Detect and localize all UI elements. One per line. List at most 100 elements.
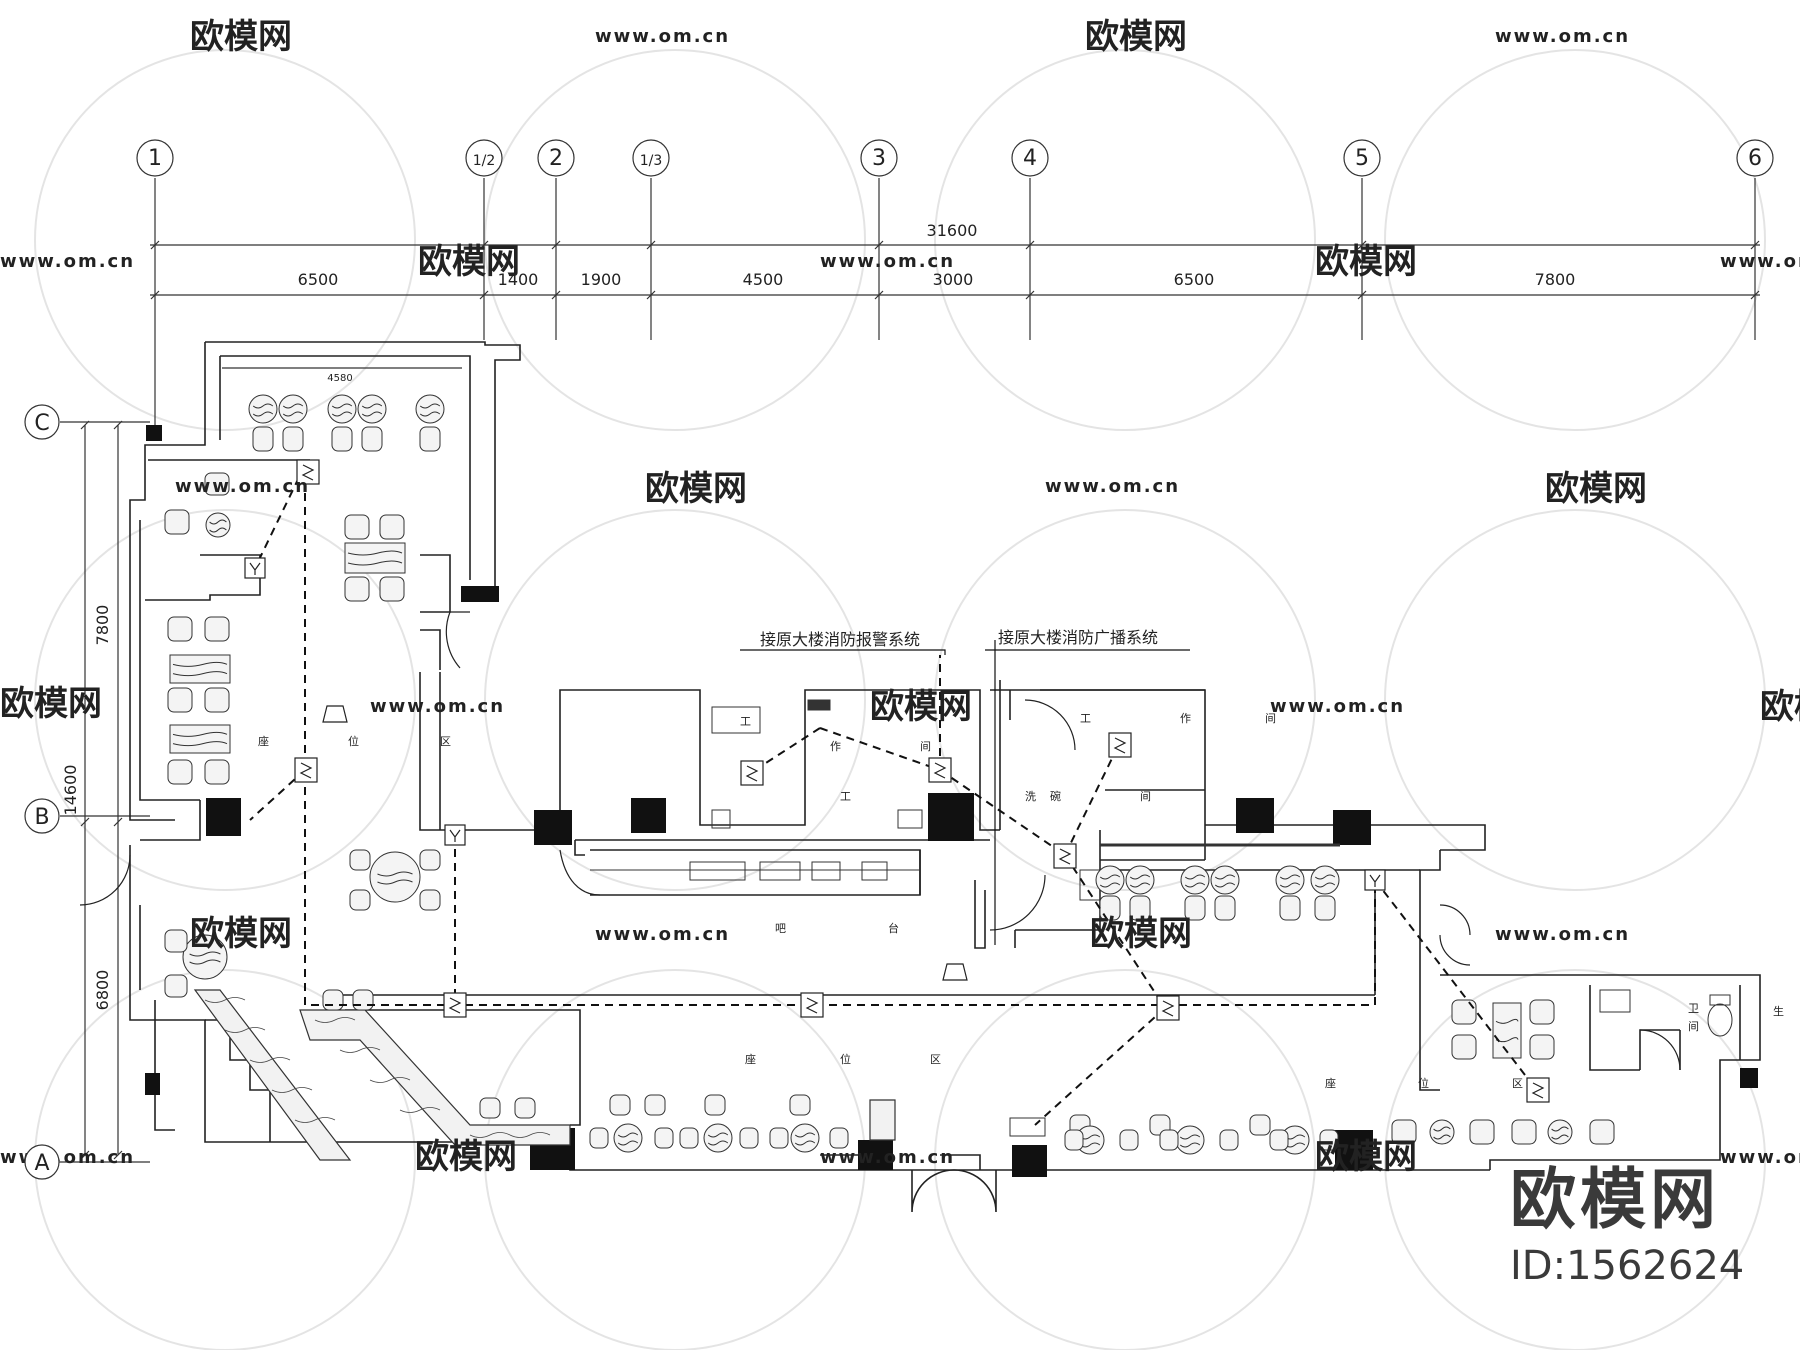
manual-alarm-symbol [249,562,261,575]
smoke-detector-symbol [745,765,759,782]
watermark-logo: 欧模网 [1090,914,1192,954]
workroom-right-1: 工 [1080,712,1091,725]
axis-bubble-col-1-3 [632,139,670,177]
chair [164,929,188,953]
chair [1249,1114,1271,1136]
chair [419,849,441,871]
watermark-url: www.om.cn [1720,251,1800,272]
watermark-url: www.om.cn [1720,1147,1800,1168]
table-grain [189,951,221,965]
chair [829,1127,849,1149]
axis-label-col-1: 1 [148,146,162,171]
structural-columns [145,425,1758,1177]
chair [1391,1119,1417,1145]
dim-total: 31600 [927,221,978,240]
seat-area-left-1: 座 [258,734,269,748]
chair [1314,895,1336,921]
round-table [703,1123,733,1153]
round-table [415,394,445,424]
chair [331,426,353,452]
table-grain [1184,874,1206,888]
table-grain [252,403,274,417]
round-table [790,1123,820,1153]
smoke-detector-symbol [448,997,462,1014]
chair [322,989,344,1011]
dim-seg-1: 6500 [298,270,339,289]
rect-table [1492,1002,1522,1059]
axis-bubble-col-5 [1343,139,1381,177]
axis-label-col-6: 6 [1748,146,1762,171]
axis-label-col-1-2: 1/2 [473,153,496,169]
round-table [1180,865,1210,895]
chair [164,509,190,535]
watermark-logo: 欧模网 [1315,1137,1417,1177]
chair [344,576,370,602]
round-table [1175,1125,1205,1155]
table-grain [331,403,353,417]
chair [1184,895,1206,921]
corner-watermark: 欧模网 ID:1562624 [1510,1162,1790,1290]
work-small: 工 [840,790,851,803]
axis-bubble-col-2 [537,139,575,177]
kitchen-fixtures [711,699,1733,1137]
smoke-detector-symbol [1531,1082,1545,1099]
chair [1529,1034,1555,1060]
round-table [278,394,308,424]
watermark-logo: 欧模网 [190,17,292,57]
room-labels: 座 位 区 吧 台 座 位 区 工 作 间 工 工 作 间 洗 碗 间 座 位 … [258,712,1784,1090]
speaker-icon [322,705,348,723]
wash-room-2: 碗 [1050,789,1061,803]
round-table [357,394,387,424]
furniture-tables [164,394,1615,1155]
axis-label-row-b: B [34,805,49,830]
dim-seg-7: 7800 [1535,270,1576,289]
table-grain [172,661,228,677]
workroom-left-1: 工 [740,715,751,728]
chair [204,616,230,642]
watermark-logo: 欧模网 [0,684,102,724]
smoke-detector-symbol [301,464,315,481]
watermark-logo: 欧模网 [1315,242,1417,282]
smoke-detector-symbol [1058,848,1072,865]
watermark-logo: 欧模网 [1085,17,1187,57]
chair [1511,1119,1537,1145]
watermark-url: www.om.cn [1045,476,1180,497]
chair [1064,1129,1084,1151]
table-grain [419,403,441,417]
chair [609,1094,631,1116]
chair [419,889,441,911]
chair [1451,999,1477,1025]
chair [704,1094,726,1116]
chair [1451,1034,1477,1060]
table-grain [361,403,383,417]
round-table [1095,865,1125,895]
dim-seg-3: 1900 [581,270,622,289]
corner-logo-text: 欧模网 [1510,1161,1720,1238]
axis-bubble-row-c [24,404,60,440]
axis-label-row-c: C [34,411,49,436]
watermark-url: www.om.cn [820,251,955,272]
chair [1319,1129,1339,1151]
round-table [1275,865,1305,895]
speaker-icon [942,963,968,981]
dim-seg-6: 6500 [1174,270,1215,289]
chair [1219,1129,1239,1151]
dim-vertical-upper: 7800 [93,605,112,646]
dim-seg-2: 1400 [498,270,539,289]
chair [1469,1119,1495,1145]
wood-counters [193,989,896,1161]
table-grain [172,731,228,747]
toilet-2: 生 [1773,1004,1784,1018]
axis-label-col-3: 3 [872,146,886,171]
smoke-detector-symbol [933,762,947,779]
seat-area-left-2: 位 [348,734,359,748]
table-grain [707,1132,729,1146]
toilet-1: 卫 [1688,1002,1699,1015]
wash-room-1: 洗 [1025,790,1036,803]
seat-area-right-3: 区 [1512,1077,1523,1090]
chair [1159,1129,1179,1151]
round-table [205,512,231,538]
fire-lead-lines [740,640,1190,945]
round-table [1310,865,1340,895]
